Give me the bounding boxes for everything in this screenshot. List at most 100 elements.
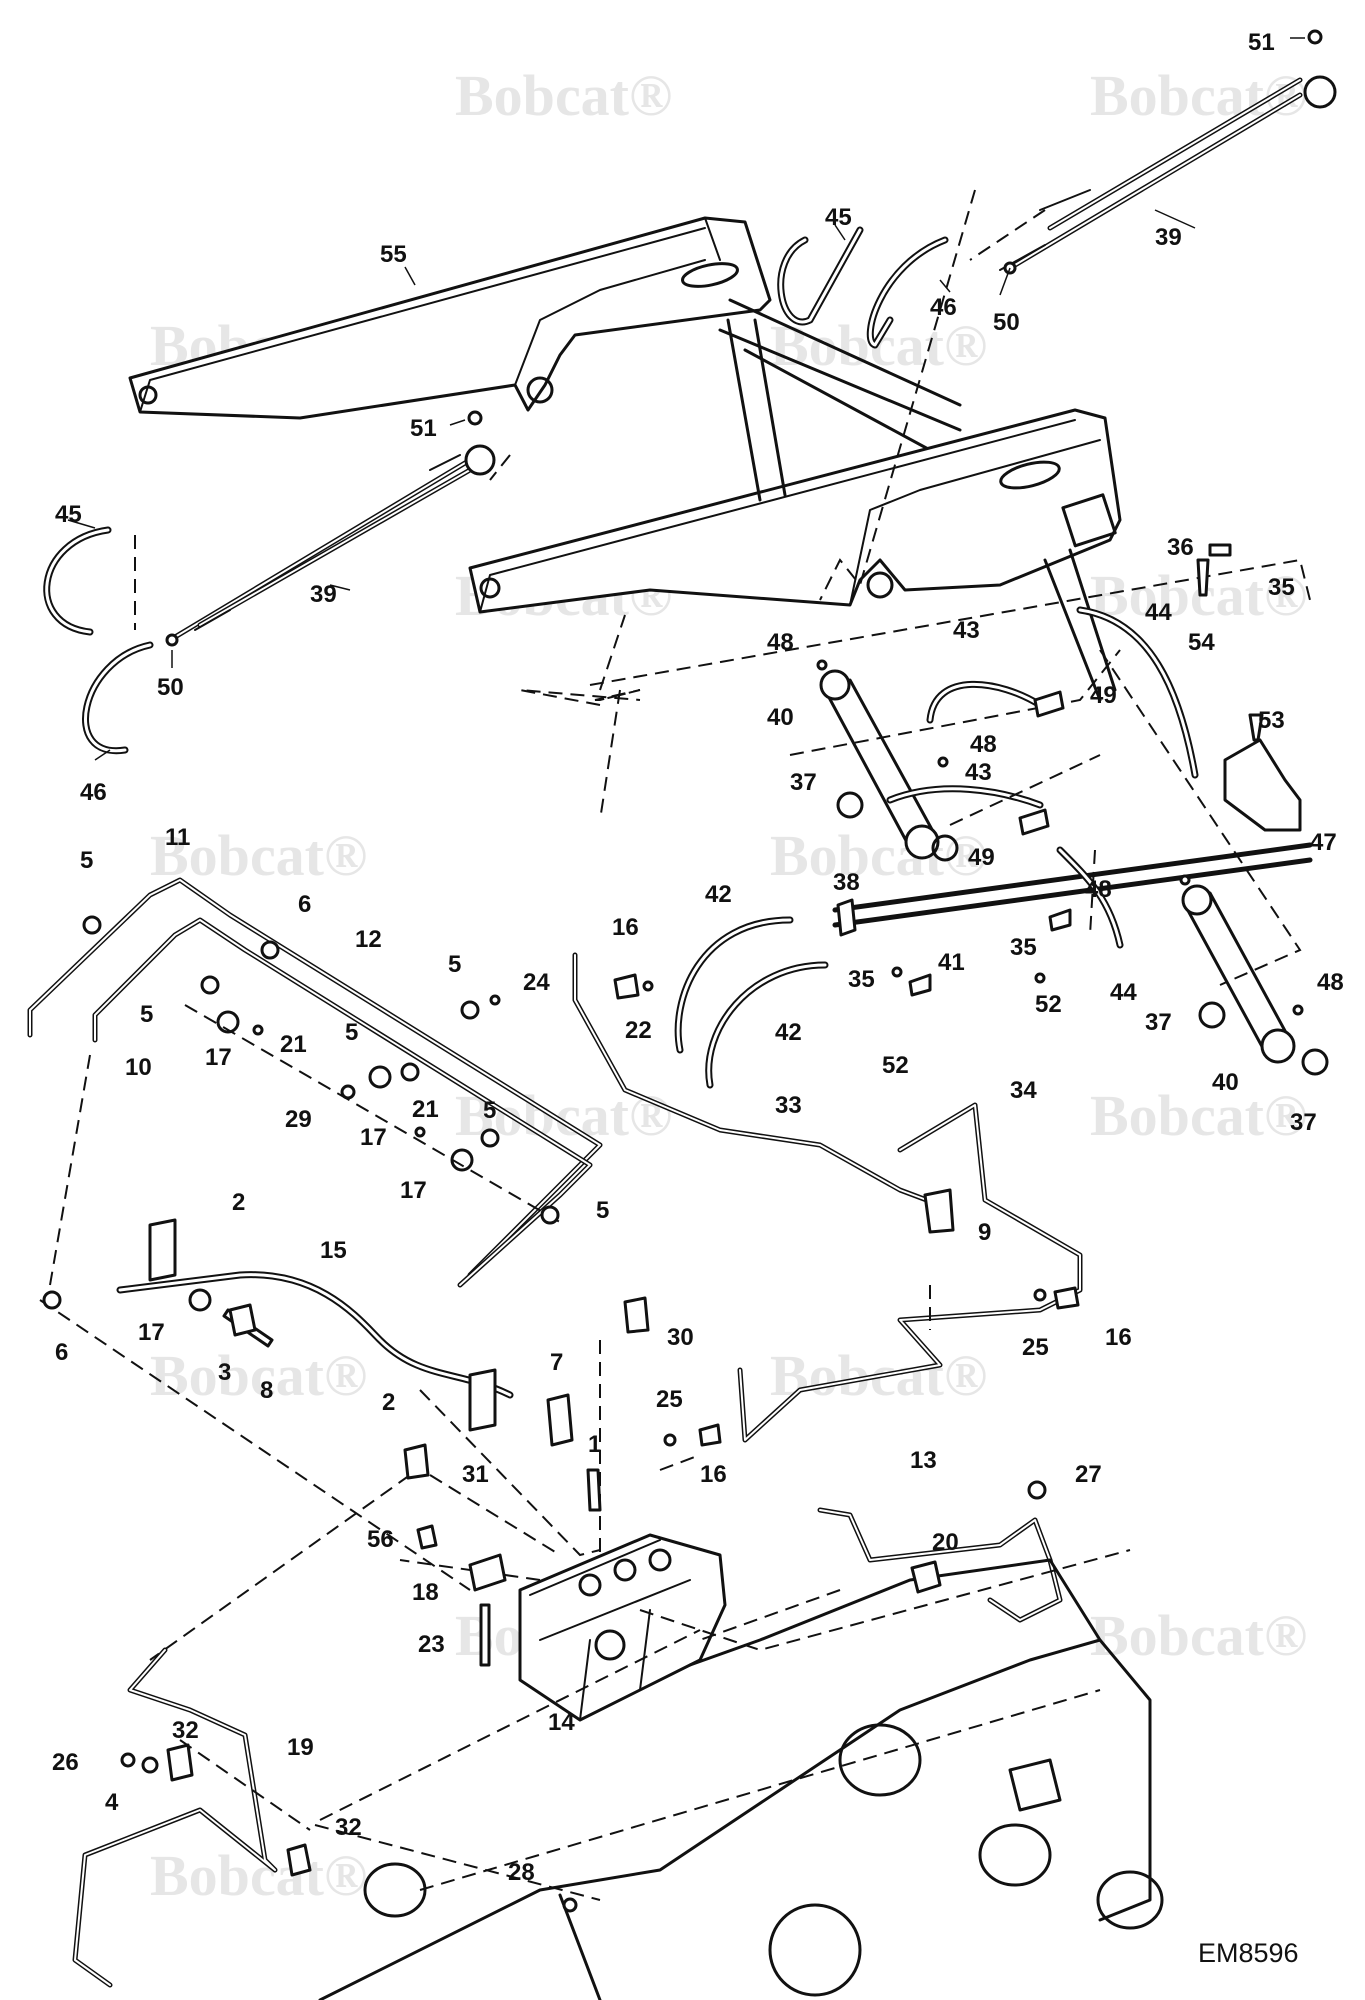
cylinder-eye-upper (1303, 75, 1337, 109)
callout-41: 41 (938, 949, 965, 976)
fitting-51-mid (467, 410, 483, 426)
frame-bore-1 (838, 1723, 922, 1797)
callout-27: 27 (1075, 1461, 1102, 1488)
callout-17-c: 17 (400, 1177, 427, 1204)
callout-47: 47 (1310, 829, 1337, 856)
callout-36: 36 (1167, 534, 1194, 561)
callout-51-top: 51 (1248, 29, 1275, 56)
hose-45-upper (777, 226, 864, 326)
callout-32-top: 32 (172, 1717, 199, 1744)
lift-arm-upright (726, 318, 1117, 702)
callout-5-b: 5 (448, 951, 461, 978)
callout-35-top: 35 (1268, 574, 1295, 601)
tube-11 (27, 877, 603, 1278)
washer-17-a (216, 1010, 240, 1034)
callout-14: 14 (548, 1709, 575, 1736)
callout-46-lower: 46 (80, 779, 107, 806)
callout-43-upper: 43 (953, 617, 980, 644)
hose-44-upper (1076, 606, 1199, 779)
fitting-38 (836, 898, 857, 937)
callout-55: 55 (380, 241, 407, 268)
callout-35-b: 35 (848, 966, 875, 993)
washer-17-b (368, 1065, 392, 1089)
callout-11: 11 (165, 824, 190, 851)
bolt-26 (120, 1752, 136, 1768)
callout-37-c: 37 (1290, 1109, 1317, 1136)
callout-46-upper: 46 (930, 294, 957, 321)
frame-bore-2 (978, 1823, 1052, 1887)
watermark-text: Bobcat® (1090, 1603, 1307, 1668)
watermark-text: Bobcat® (1090, 1083, 1307, 1148)
hose-43-upper (926, 680, 1044, 724)
ring-37-c (1198, 1001, 1226, 1029)
callout-49-upper: 49 (1090, 682, 1117, 709)
callout-17-d: 17 (138, 1319, 165, 1346)
lift-arm-front-pivot (866, 571, 894, 599)
watermark-text: Bobcat® (150, 1843, 367, 1908)
clamp-5-d (400, 1062, 420, 1082)
fitting-48-b (937, 756, 949, 768)
callout-45-lower: 45 (55, 501, 82, 528)
callout-33: 33 (775, 1092, 802, 1119)
watermark-center-3: Bobcat® (770, 823, 987, 888)
lift-arm-front-slot (999, 460, 1061, 490)
callout-5-d: 5 (345, 1019, 358, 1046)
plug-56 (416, 1524, 438, 1550)
nut-29 (340, 1084, 356, 1100)
lift-arm-rear (128, 216, 772, 420)
watermark-text: Bobcat® (150, 1343, 367, 1408)
clamp-5-c (460, 1000, 480, 1020)
fitting-48-d (1292, 1004, 1304, 1016)
hose-15-sleeve-2 (468, 1368, 497, 1432)
callout-49-lower: 49 (968, 844, 995, 871)
frame-round-plate (768, 1903, 862, 1997)
bolt-25-a (1033, 1288, 1047, 1302)
lift-cylinder-lower (167, 444, 496, 643)
fitting-52-a (1034, 972, 1046, 984)
fitting-7 (546, 1393, 574, 1447)
lift-cylinder-upper (999, 75, 1337, 271)
washer-4 (141, 1756, 159, 1774)
clip-36 (1208, 543, 1232, 557)
tilt-cylinder-right (1181, 884, 1296, 1064)
tube-41 (832, 842, 1313, 928)
tube-34 (737, 1102, 1083, 1443)
tilt-cylinder-left (819, 669, 940, 860)
callout-42-upper: 42 (705, 881, 732, 908)
callout-5-a: 5 (80, 847, 93, 874)
watermark-text: Bobcat® (770, 823, 987, 888)
callout-48-c: 48 (1085, 876, 1112, 903)
callout-32-bottom: 32 (335, 1814, 362, 1841)
callout-13: 13 (910, 1447, 937, 1474)
callout-24: 24 (523, 969, 550, 996)
callout-5-e: 5 (483, 1097, 496, 1124)
fitting-18 (468, 1553, 507, 1592)
bolt-22 (642, 980, 654, 992)
callout-54: 54 (1188, 629, 1215, 656)
callout-1: 1 (588, 1431, 601, 1458)
phantom-lines (39, 189, 1311, 1901)
callout-16-mid: 16 (1105, 1324, 1132, 1351)
callout-23: 23 (418, 1631, 445, 1658)
guard-47 (1223, 738, 1302, 832)
cylinder-eye-lower (464, 444, 496, 476)
callout-2-bottom: 2 (382, 1389, 395, 1416)
frame-bore-4 (363, 1862, 427, 1918)
callout-45-upper: 45 (825, 204, 852, 231)
callout-25-a: 25 (1022, 1334, 1049, 1361)
leader-lines (67, 37, 1305, 761)
callout-38: 38 (833, 869, 860, 896)
fitting-48-a (816, 659, 828, 671)
clamp-35-b (1048, 908, 1072, 932)
callout-6-top: 6 (298, 891, 311, 918)
fitting-50-lower (165, 633, 179, 647)
fitting-9 (923, 1188, 955, 1234)
callout-39-lower: 39 (310, 581, 337, 608)
lift-arm-front-tip-pin (479, 577, 501, 599)
control-valve (518, 1533, 727, 1722)
callout-15: 15 (320, 1237, 347, 1264)
hose-44-lower (1056, 846, 1124, 949)
callout-7: 7 (550, 1349, 563, 1376)
hose-15-sleeve (148, 1218, 177, 1282)
callout-25-b: 25 (656, 1386, 683, 1413)
